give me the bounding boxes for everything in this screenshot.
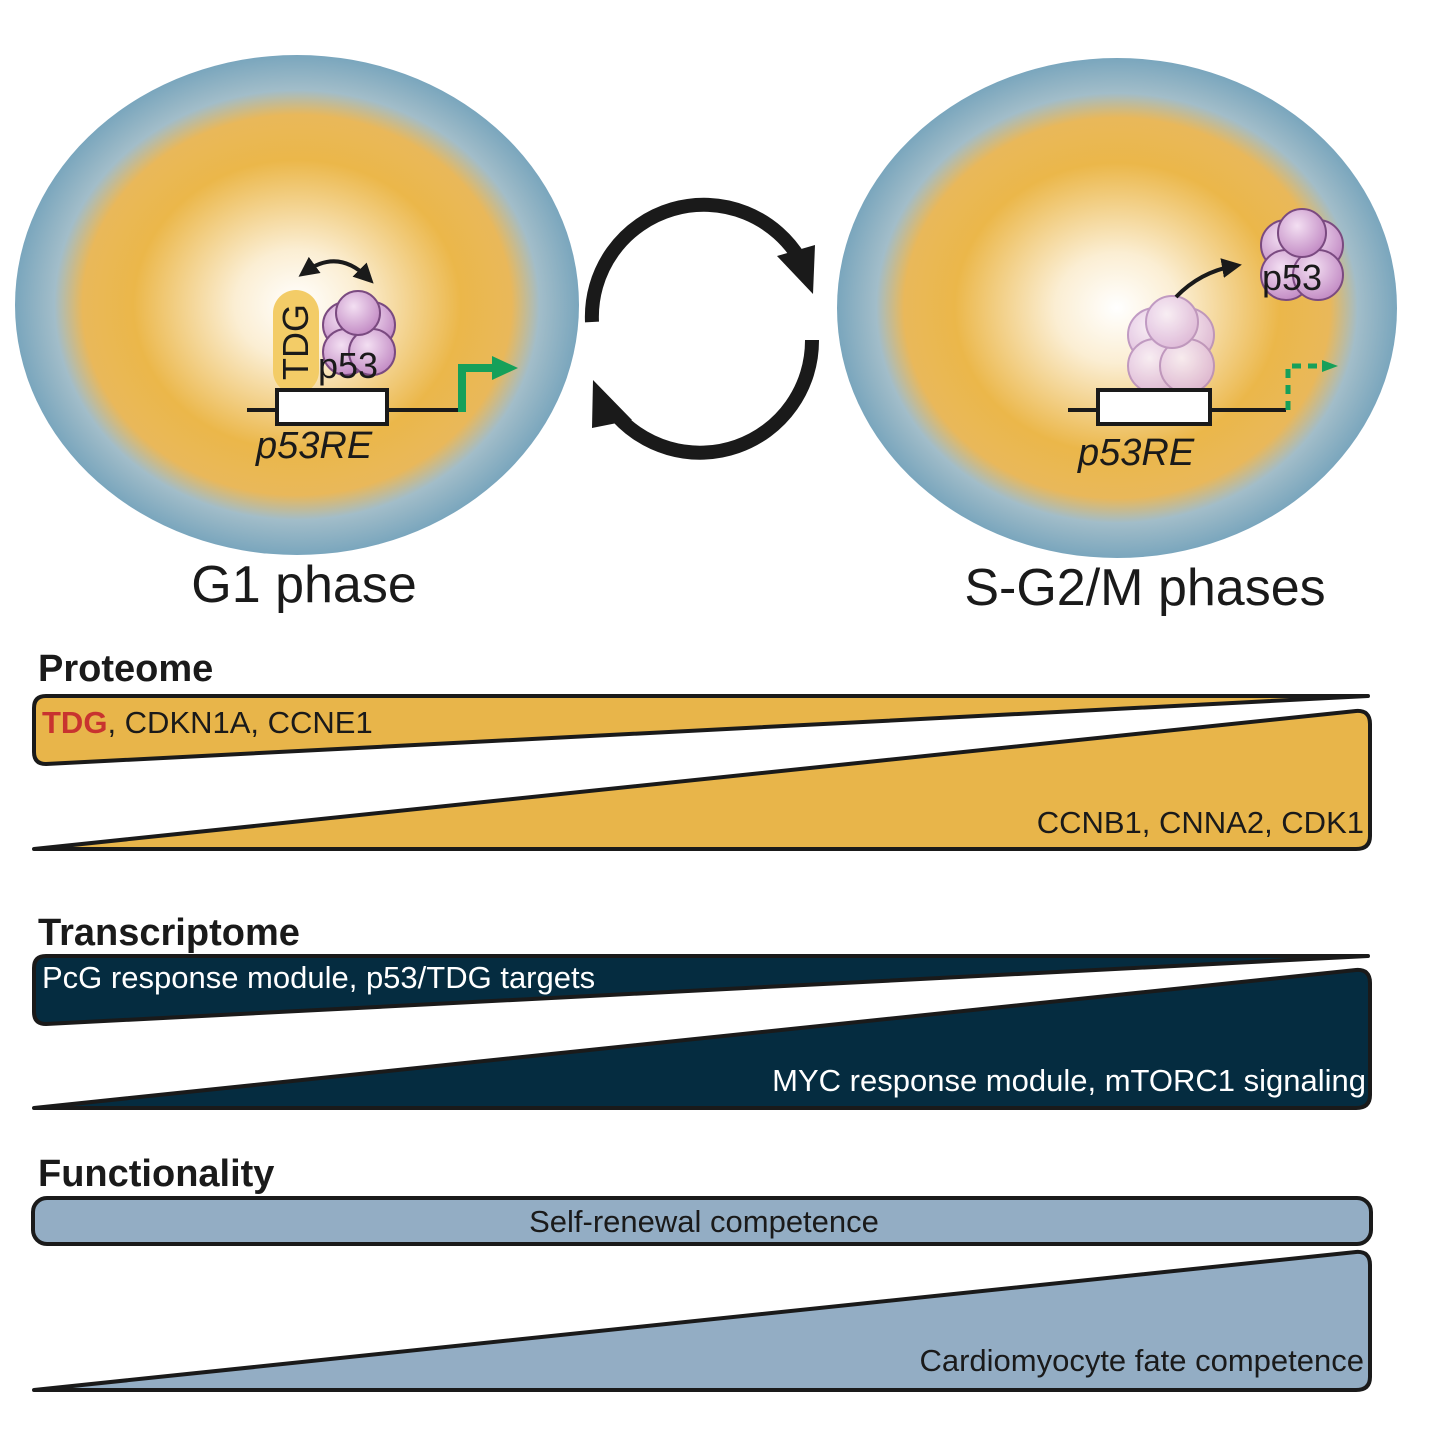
- functionality-section: Functionality Self-renewal competence Ca…: [31, 1153, 1373, 1392]
- functionality-increasing-label: Cardiomyocyte fate competence: [919, 1343, 1364, 1378]
- proteome-increasing-wedge: [32, 708, 1372, 851]
- g1-response-element-box: [275, 388, 389, 426]
- g1-active-transcription-arrow-icon: [458, 364, 496, 412]
- proteome-heading: Proteome: [38, 648, 213, 690]
- sg2m-reduced-arrowhead-icon: [1322, 360, 1338, 372]
- transcriptome-decreasing-wedge: [32, 954, 1370, 1026]
- proteome-decreasing-rest: , CDKN1A, CCNE1: [107, 705, 372, 740]
- sg2m-cell-body: [837, 58, 1397, 558]
- sg2m-response-element-label: p53RE: [1077, 432, 1195, 474]
- g1-exchange-arrow-icon: [298, 256, 374, 284]
- sg2m-faint-p53-cluster: [1127, 295, 1215, 394]
- sg2m-released-p53-cluster: [1260, 208, 1344, 301]
- transcriptome-decreasing-label: PcG response module, p53/TDG targets: [42, 960, 595, 995]
- sg2m-phase-label: S-G2/M phases: [964, 559, 1325, 617]
- transcriptome-section: Transcriptome PcG response module, p53/T…: [32, 912, 1372, 1110]
- sg2m-release-arrow-icon: [1174, 258, 1242, 299]
- transcriptome-increasing-wedge: [32, 967, 1372, 1110]
- tdg-label: TDG: [275, 304, 316, 380]
- transcriptome-heading: Transcriptome: [38, 912, 300, 954]
- g1-p53-label: p53: [318, 345, 378, 386]
- functionality-heading: Functionality: [38, 1153, 274, 1195]
- proteome-increasing-label: CCNB1, CNNA2, CDK1: [1037, 805, 1364, 840]
- tdg-highlight: TDG: [42, 705, 107, 740]
- g1-response-element-label: p53RE: [255, 425, 373, 467]
- g1-p53-cluster: [322, 290, 396, 376]
- g1-active-arrowhead-icon: [492, 356, 518, 380]
- transcriptome-increasing-label: MYC response module, mTORC1 signaling: [772, 1063, 1366, 1098]
- g1-phase-label: G1 phase: [191, 556, 417, 614]
- sg2m-cell: p53 p53RE S-G2/M phases: [837, 58, 1397, 617]
- tdg-protein: [273, 290, 319, 394]
- cell-cycle-arrows-icon: [584, 197, 820, 460]
- proteome-section: Proteome TDG, CDKN1A, CCNE1 CCNB1, CNNA2…: [32, 648, 1372, 851]
- g1-cell: TDG p53 p53RE G1 phase: [15, 55, 579, 614]
- functionality-increasing-wedge: [32, 1249, 1372, 1392]
- sg2m-response-element-box: [1096, 388, 1212, 426]
- sg2m-reduced-transcription-arrow-icon: [1285, 363, 1320, 410]
- proteome-decreasing-label: TDG, CDKN1A, CCNE1: [42, 705, 373, 740]
- functionality-constant-bar: [31, 1196, 1373, 1246]
- sg2m-p53-label: p53: [1262, 257, 1322, 298]
- functionality-constant-label: Self-renewal competence: [529, 1204, 879, 1239]
- proteome-decreasing-wedge: [32, 694, 1370, 766]
